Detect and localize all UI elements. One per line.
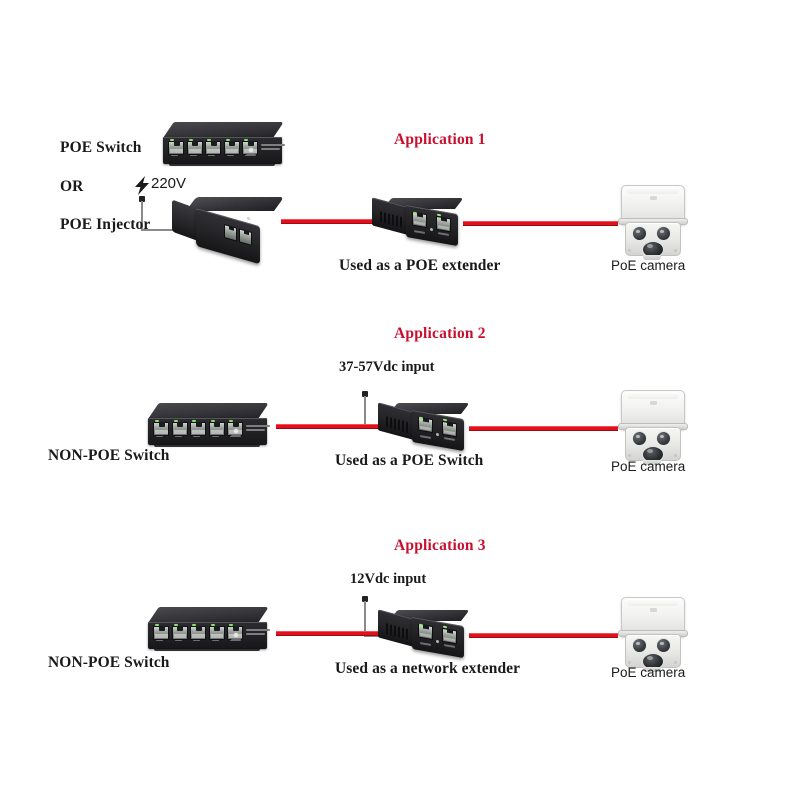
power-node-dot-1 bbox=[139, 196, 145, 202]
camera-hood-highlight bbox=[627, 599, 679, 606]
power-220v-label: 220V bbox=[151, 175, 187, 192]
camera-ir-led-right bbox=[656, 638, 671, 653]
switch-brand-text bbox=[246, 629, 270, 637]
camera-ir-led-left bbox=[632, 431, 647, 446]
power-wire-vertical-3 bbox=[364, 601, 366, 636]
poe-switch-device bbox=[163, 122, 291, 172]
power-node-dot-2 bbox=[362, 391, 368, 397]
extender-status-led bbox=[436, 639, 439, 644]
ethernet-cable-extender-to-camera bbox=[463, 221, 618, 226]
camera-screw bbox=[628, 249, 631, 252]
poe-switch-label: POE Switch bbox=[60, 139, 142, 156]
rj45-port bbox=[208, 623, 225, 640]
power-wire-vertical-1 bbox=[141, 201, 143, 230]
camera-mount-bracket bbox=[643, 255, 661, 260]
switch-top-panel bbox=[148, 607, 269, 623]
ethernet-cable-injector-to-extender bbox=[281, 219, 376, 224]
ethernet-cable-extender-to-camera-2 bbox=[469, 426, 618, 431]
application-3-group: Application 3 12Vdc input NON-POE Switch bbox=[0, 0, 800, 680]
application-3-caption: Used as a network extender bbox=[335, 660, 521, 677]
rj45-port bbox=[208, 419, 225, 436]
camera-screw bbox=[674, 454, 677, 457]
rj45-port bbox=[186, 138, 203, 155]
rj45-port bbox=[168, 138, 184, 155]
non-poe-switch-label-3: NON-POE Switch bbox=[48, 654, 170, 671]
camera-ir-led-left bbox=[632, 226, 647, 241]
switch-power-led bbox=[234, 633, 238, 637]
rj45-port bbox=[190, 419, 206, 436]
rj45-port-out bbox=[442, 420, 457, 438]
switch-base bbox=[154, 444, 260, 447]
rj45-port bbox=[171, 623, 188, 640]
application-1-title: Application 1 bbox=[394, 131, 486, 148]
poe-extender-device-2 bbox=[378, 402, 470, 452]
rj45-port-in bbox=[418, 416, 433, 434]
camera-ir-led-right bbox=[656, 226, 671, 241]
power-node-dot-3 bbox=[362, 596, 368, 602]
camera-hood-marking bbox=[650, 608, 657, 612]
ethernet-cable-switch-to-extender-3 bbox=[276, 631, 380, 636]
non-poe-switch-device-2 bbox=[148, 403, 276, 453]
rj45-port bbox=[153, 419, 169, 436]
switch-led-label bbox=[231, 639, 241, 641]
rj45-port-out bbox=[442, 627, 457, 645]
poe-camera-label-1: PoE camera bbox=[611, 258, 686, 273]
non-poe-switch-label-2: NON-POE Switch bbox=[48, 447, 170, 464]
camera-hood-highlight bbox=[627, 187, 679, 194]
switch-base bbox=[154, 648, 260, 651]
camera-ir-led-left bbox=[632, 638, 647, 653]
switch-brand-text bbox=[246, 425, 270, 433]
application-2-title: Application 2 bbox=[394, 325, 486, 342]
poe-injector-label: POE Injector bbox=[60, 216, 151, 233]
application-2-caption: Used as a POE Switch bbox=[335, 452, 484, 469]
rj45-port bbox=[171, 419, 188, 436]
network-extender-device-3 bbox=[378, 609, 470, 659]
or-label: OR bbox=[60, 178, 84, 195]
rj45-port bbox=[205, 138, 221, 155]
power-wire-horizontal-1 bbox=[141, 229, 187, 231]
ethernet-cable-extender-to-camera-3 bbox=[469, 633, 618, 638]
switch-rj45-ports bbox=[168, 138, 258, 155]
switch-rj45-ports bbox=[153, 623, 243, 640]
ethernet-cable-switch-to-extender-2 bbox=[276, 424, 380, 429]
application-2-group: Application 2 37-57Vdc input NON-POE Swi… bbox=[0, 0, 800, 474]
poe-camera-device-3 bbox=[617, 597, 689, 675]
camera-screw bbox=[674, 249, 677, 252]
camera-hood-marking bbox=[650, 401, 657, 405]
switch-led-label bbox=[231, 435, 241, 437]
poe-camera-label-3: PoE camera bbox=[611, 665, 686, 680]
application-1-caption: Used as a POE extender bbox=[339, 257, 501, 274]
camera-hood-marking bbox=[650, 196, 657, 200]
switch-top-panel bbox=[148, 403, 269, 419]
camera-ir-led-right bbox=[656, 431, 671, 446]
power-input-label-2: 37-57Vdc input bbox=[339, 359, 435, 375]
switch-base bbox=[169, 163, 275, 166]
switch-power-led bbox=[234, 429, 238, 433]
switch-power-led bbox=[249, 148, 253, 152]
power-input-label-3: 12Vdc input bbox=[350, 571, 427, 587]
application-1-group: Application 1 POE Switch OR bbox=[0, 0, 800, 300]
rj45-port bbox=[223, 138, 240, 155]
switch-brand-text bbox=[261, 144, 285, 152]
rj45-port bbox=[190, 623, 206, 640]
application-3-title: Application 3 bbox=[394, 537, 486, 554]
camera-mount-bracket bbox=[643, 667, 661, 672]
rj45-port-in bbox=[418, 623, 433, 641]
power-wire-vertical-2 bbox=[364, 396, 366, 428]
camera-hood-highlight bbox=[627, 392, 679, 399]
poe-camera-device-1 bbox=[617, 185, 689, 263]
camera-mount-bracket bbox=[643, 460, 661, 465]
non-poe-switch-device-3 bbox=[148, 607, 276, 657]
camera-screw bbox=[674, 661, 677, 664]
poe-camera-label-2: PoE camera bbox=[611, 459, 686, 474]
rj45-port bbox=[153, 623, 169, 640]
extender-status-led bbox=[436, 432, 439, 437]
lightning-bolt-icon bbox=[135, 176, 149, 195]
switch-rj45-ports bbox=[153, 419, 243, 436]
camera-screw bbox=[628, 454, 631, 457]
switch-led-label bbox=[246, 154, 256, 156]
camera-screw bbox=[628, 661, 631, 664]
poe-camera-device-2 bbox=[617, 390, 689, 468]
